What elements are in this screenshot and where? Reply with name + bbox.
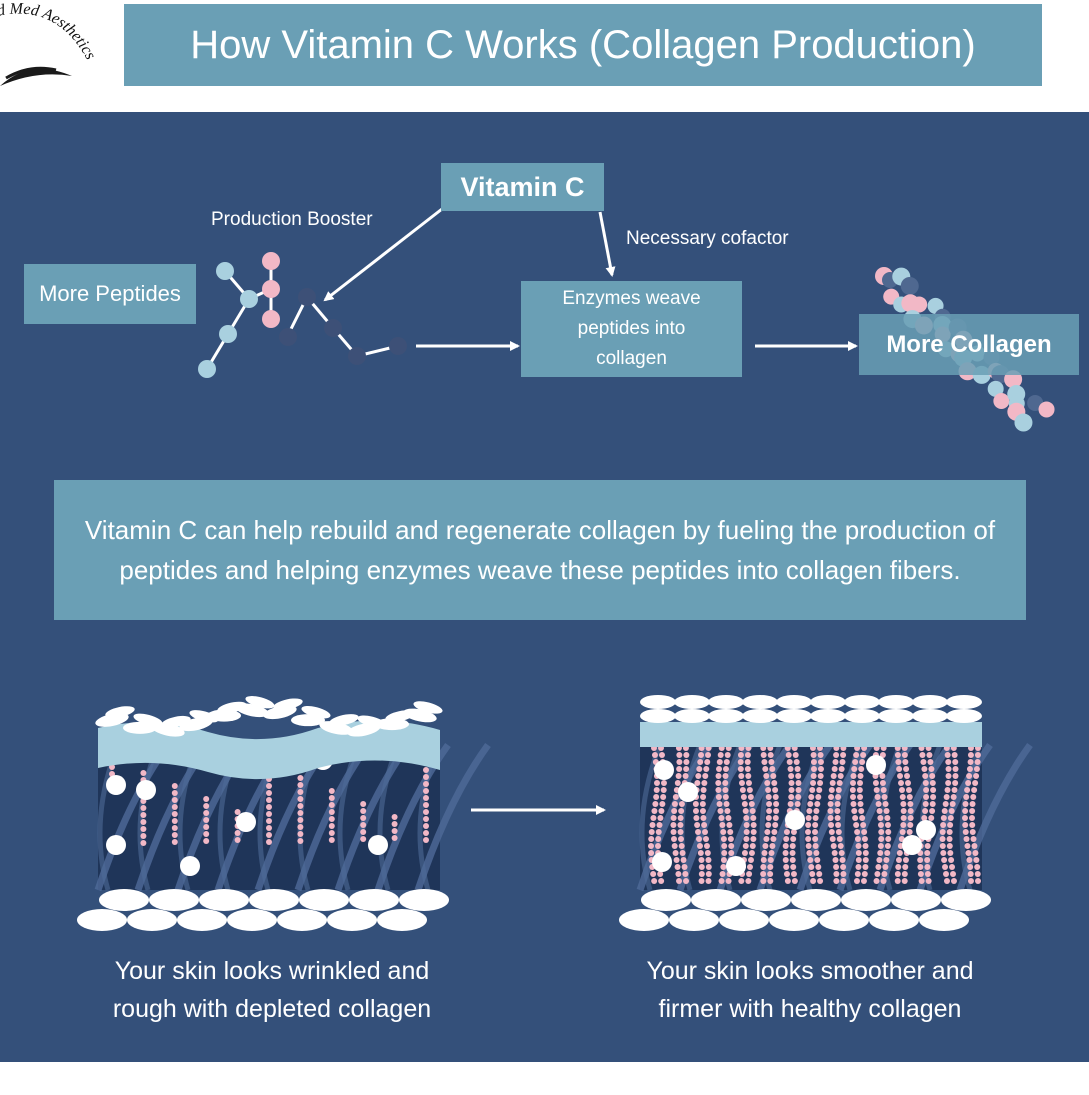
wrinkled-skin-illustration-icon	[77, 696, 491, 931]
footer-band	[0, 1062, 1089, 1095]
necessary-cofactor-label: Necessary cofactor	[626, 228, 789, 249]
description-box: Vitamin C can help rebuild and regenerat…	[54, 480, 1026, 620]
cofactor-arrow	[598, 211, 616, 277]
vitamin-c-box: Vitamin C	[441, 163, 604, 211]
peptide-molecule-icon	[198, 252, 407, 378]
caption-left-line-1: Your skin looks wrinkled and	[114, 957, 430, 985]
enzymes-line-1: Enzymes weave	[562, 288, 701, 309]
more-peptides-box: More Peptides	[24, 264, 196, 324]
booster-arrow	[323, 207, 443, 302]
smooth-skin-illustration-icon	[619, 695, 1033, 931]
wrinkled-skin-caption: Your skin looks wrinkled and rough with …	[62, 952, 482, 1028]
production-booster-label: Production Booster	[211, 209, 373, 230]
caption-left-line-2: rough with depleted collagen	[112, 995, 432, 1023]
smooth-skin-caption: Your skin looks smoother and firmer with…	[600, 952, 1020, 1028]
more-collagen-box: More Collagen	[859, 314, 1079, 375]
caption-right-line-1: Your skin looks smoother and	[646, 957, 974, 985]
enzymes-box: Enzymes weave peptides into collagen	[521, 281, 742, 377]
brand-logo: nd Med Aesthetics	[0, 0, 110, 100]
caption-right-line-2: firmer with healthy collagen	[658, 995, 962, 1023]
enzymes-line-2: peptides into	[577, 318, 686, 339]
logo-graphic: nd Med Aesthetics	[0, 0, 99, 86]
page-title: How Vitamin C Works (Collagen Production…	[124, 4, 1042, 86]
description-text: Vitamin C can help rebuild and regenerat…	[84, 515, 996, 585]
enzymes-line-3: collagen	[596, 348, 667, 369]
logo-wave-icon	[0, 68, 72, 86]
